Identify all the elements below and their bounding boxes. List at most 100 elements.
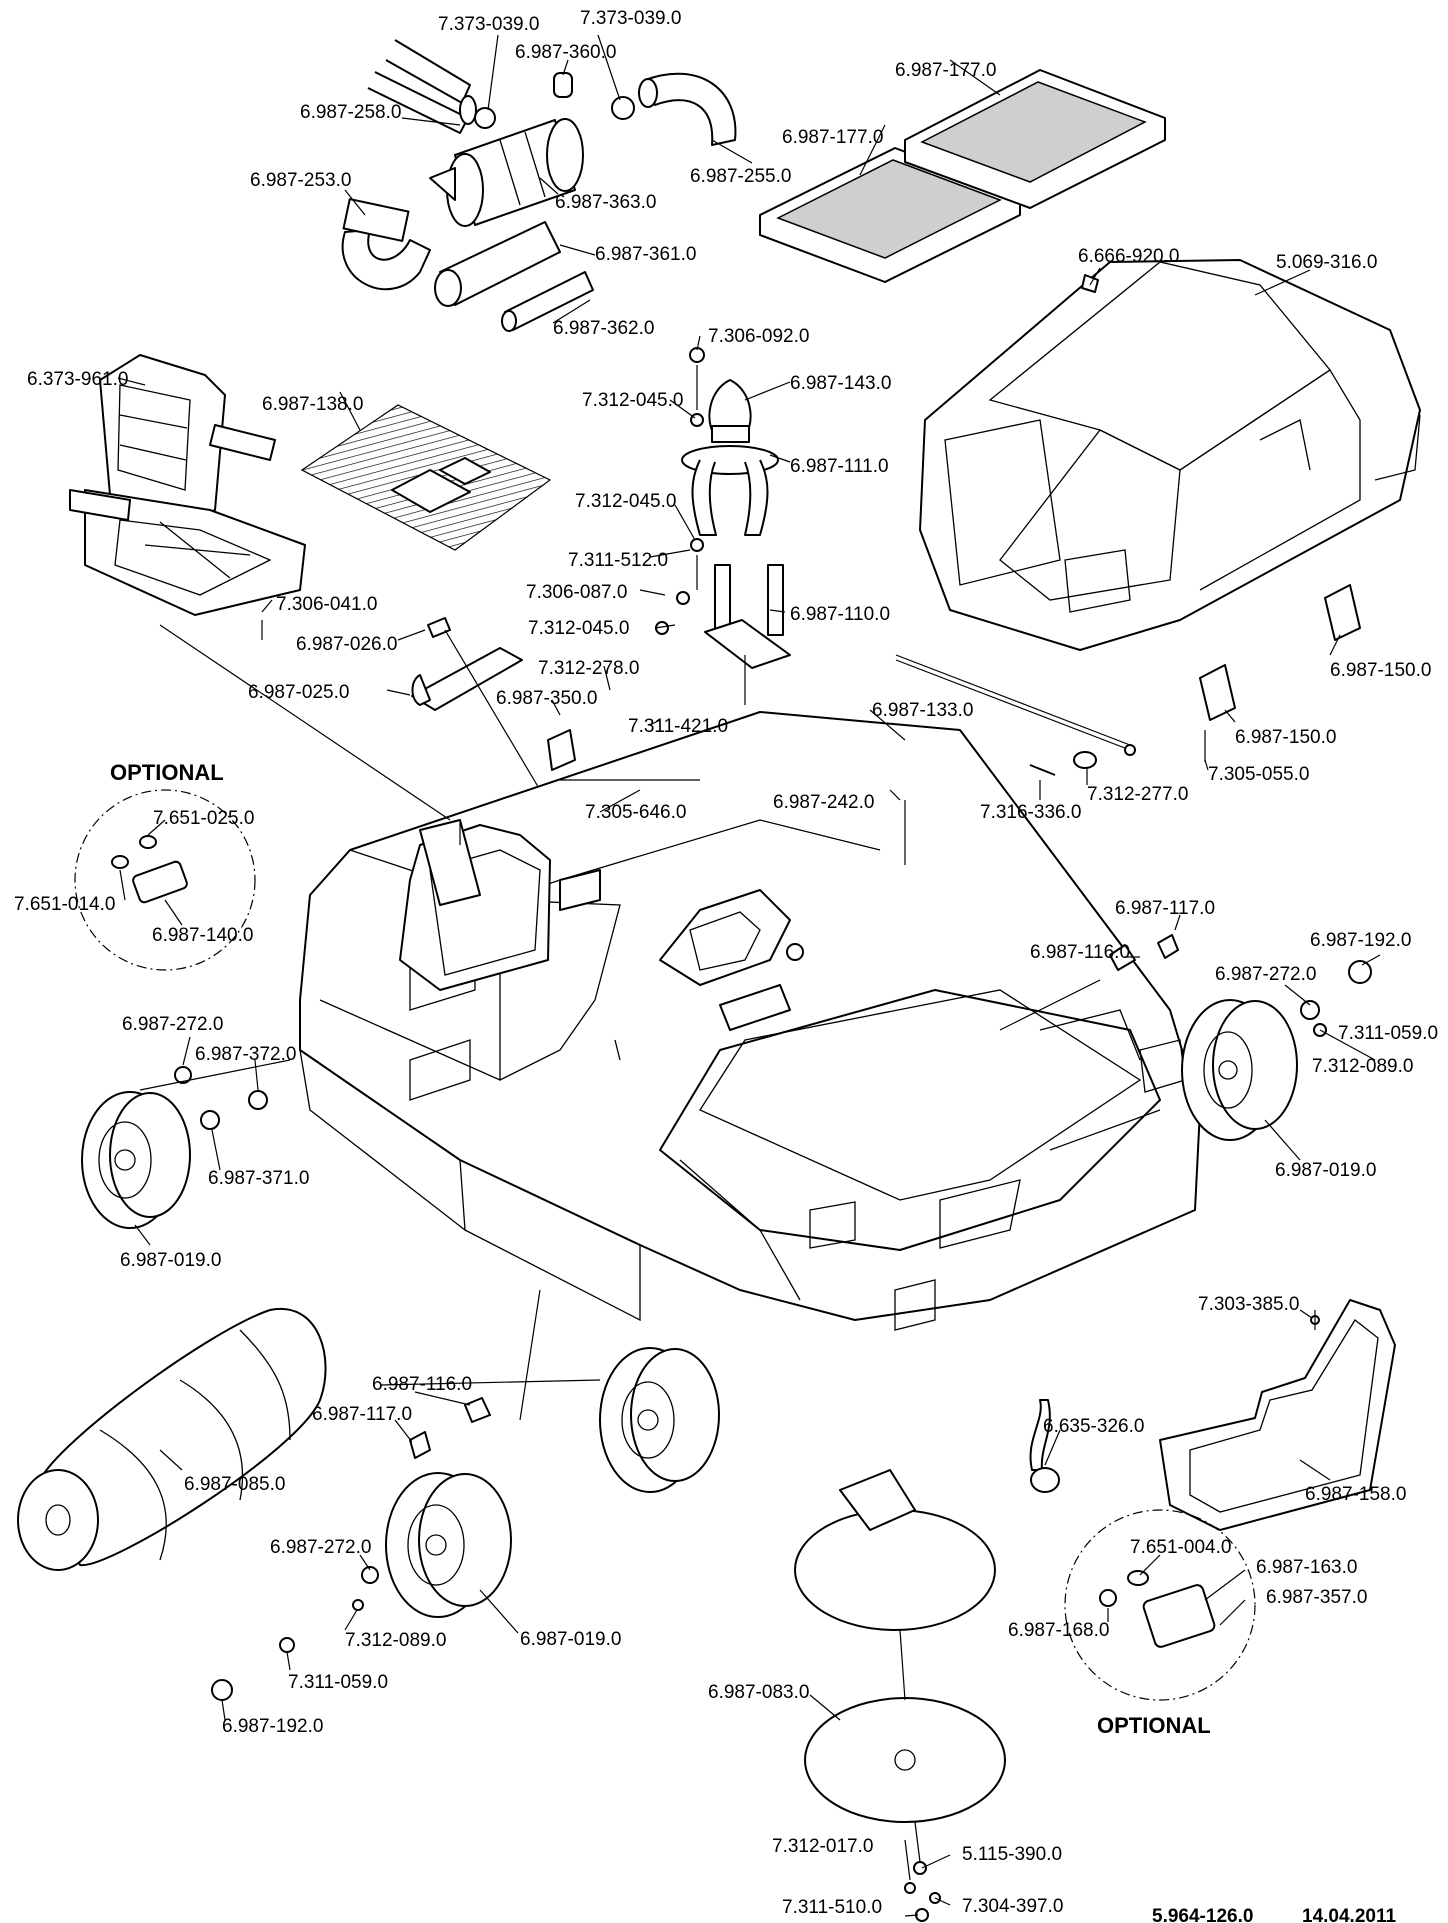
part-label: 5.069-316.0 — [1276, 252, 1377, 273]
part-label: 6.987-163.0 — [1256, 1557, 1357, 1578]
part-label: 6.987-019.0 — [120, 1250, 221, 1271]
part-label: 6.987-111.0 — [790, 456, 889, 477]
part-label: 6.987-255.0 — [690, 166, 791, 187]
document-date: 14.04.2011 — [1302, 1906, 1396, 1923]
part-label: 7.311-421.0 — [628, 716, 728, 737]
part-label: 6.987-272.0 — [122, 1014, 223, 1035]
part-label: 7.306-092.0 — [708, 326, 809, 347]
part-label: 6.987-192.0 — [222, 1716, 323, 1737]
part-label: 7.303-385.0 — [1198, 1294, 1299, 1315]
part-label: 6.987-272.0 — [270, 1537, 371, 1558]
machine-body-part — [299, 711, 1201, 1331]
part-label: 7.311-510.0 — [782, 1897, 882, 1918]
intake-hose-part — [367, 39, 496, 134]
part-label: 6.987-117.0 — [1115, 898, 1215, 919]
front-bumper-part — [1159, 1299, 1396, 1531]
part-label: 6.987-026.0 — [296, 634, 397, 655]
part-label: 6.987-253.0 — [250, 170, 351, 191]
part-label: 6.987-360.0 — [515, 42, 616, 63]
main-brush-part — [17, 1307, 327, 1571]
part-label: 6.987-138.0 — [262, 394, 363, 415]
part-label: 7.651-025.0 — [153, 808, 254, 829]
part-label: 6.987-372.0 — [195, 1044, 296, 1065]
horn-part — [1029, 1399, 1060, 1493]
optional-circle-bottom — [1064, 1509, 1256, 1701]
part-label: 6.987-177.0 — [895, 60, 996, 81]
part-label: 7.651-014.0 — [14, 894, 115, 915]
part-label: 7.306-041.0 — [276, 594, 377, 615]
rear-wheel-bottom-part — [599, 1347, 720, 1493]
part-label: 6.987-168.0 — [1008, 1620, 1109, 1641]
optional-label: OPTIONAL — [110, 760, 224, 785]
part-label: 7.373-039.0 — [580, 8, 681, 29]
part-label: 7.312-045.0 — [582, 390, 683, 411]
part-label: 7.312-045.0 — [528, 618, 629, 639]
part-label: 7.305-646.0 — [585, 802, 686, 823]
roof-panels-part — [759, 69, 1166, 283]
leader-lines — [117, 34, 1381, 1917]
part-label: 6.373-961.0 — [27, 369, 128, 390]
air-filter-part — [429, 72, 584, 227]
part-number-labels: 7.373-039.0 7.373-039.0 6.987-360.0 6.98… — [14, 8, 1438, 1923]
part-label: 7.306-087.0 — [526, 582, 627, 603]
part-label: 6.987-150.0 — [1330, 660, 1431, 681]
part-label: 6.987-150.0 — [1235, 727, 1336, 748]
part-label: 6.987-242.0 — [773, 792, 874, 813]
part-label: 6.987-371.0 — [208, 1168, 309, 1189]
optional-lamp-bottom-part — [1099, 1570, 1216, 1648]
part-label: 7.373-039.0 — [438, 14, 539, 35]
part-label: 7.312-277.0 — [1087, 784, 1188, 805]
front-wheel-bottom-part — [211, 1472, 512, 1701]
part-label: 6.987-116.0 — [372, 1374, 472, 1395]
pedal-rod-part — [895, 654, 1136, 776]
part-label: 6.987-133.0 — [872, 700, 973, 721]
part-label: 7.311-512.0 — [568, 550, 668, 571]
part-label: 7.312-089.0 — [345, 1630, 446, 1651]
illustration — [17, 34, 1421, 1922]
part-label: 6.987-158.0 — [1305, 1484, 1406, 1505]
part-label: 6.987-361.0 — [595, 244, 696, 265]
part-label: 7.312-017.0 — [772, 1836, 873, 1857]
part-label: 6.987-363.0 — [555, 192, 656, 213]
floor-mat-part — [300, 404, 552, 551]
part-label: 6.987-116.0 — [1030, 942, 1130, 963]
optional-label: OPTIONAL — [1097, 1713, 1211, 1738]
part-label: 7.312-089.0 — [1312, 1056, 1413, 1077]
steering-part — [411, 617, 576, 791]
optional-lamp-top-part — [111, 835, 188, 904]
filter-cartridge-part — [434, 221, 594, 332]
part-label: 6.987-258.0 — [300, 102, 401, 123]
part-label: 6.987-117.0 — [312, 1404, 412, 1425]
part-label: 6.987-019.0 — [1275, 1160, 1376, 1181]
part-label: 6.987-192.0 — [1310, 930, 1411, 951]
part-label: 6.987-085.0 — [184, 1474, 285, 1495]
part-label: 7.316-336.0 — [980, 802, 1081, 823]
part-label: 6.987-143.0 — [790, 373, 891, 394]
part-label: 6.987-177.0 — [782, 127, 883, 148]
hood-part — [919, 259, 1421, 651]
part-label: 6.987-083.0 — [708, 1682, 809, 1703]
filter-clamp-part — [341, 198, 431, 291]
part-label: 6.987-019.0 — [520, 1629, 621, 1650]
part-label: 6.666-920.0 — [1078, 246, 1179, 267]
part-label: 7.311-059.0 — [288, 1672, 388, 1693]
part-label: 7.312-045.0 — [575, 491, 676, 512]
part-label: 6.987-025.0 — [248, 682, 349, 703]
part-label: 5.115-390.0 — [962, 1844, 1062, 1865]
part-label: 7.312-278.0 — [538, 658, 639, 679]
part-label: 6.987-272.0 — [1215, 964, 1316, 985]
part-label: 6.987-362.0 — [553, 318, 654, 339]
optional-circle-top — [74, 789, 256, 971]
front-wheel-right-part — [1181, 960, 1372, 1141]
rear-wheel-left-part — [81, 1066, 268, 1229]
part-label: 6.635-326.0 — [1043, 1416, 1144, 1437]
part-label: 7.311-059.0 — [1338, 1023, 1438, 1044]
fitting-parts — [409, 934, 1179, 1459]
elbow-hose-part — [611, 72, 737, 146]
seat-part — [69, 354, 306, 640]
document-number: 5.964-126.0 — [1152, 1906, 1253, 1923]
hinge-parts — [1199, 584, 1361, 762]
part-label: 7.651-004.0 — [1130, 1537, 1231, 1558]
part-label: 6.987-357.0 — [1266, 1587, 1367, 1608]
